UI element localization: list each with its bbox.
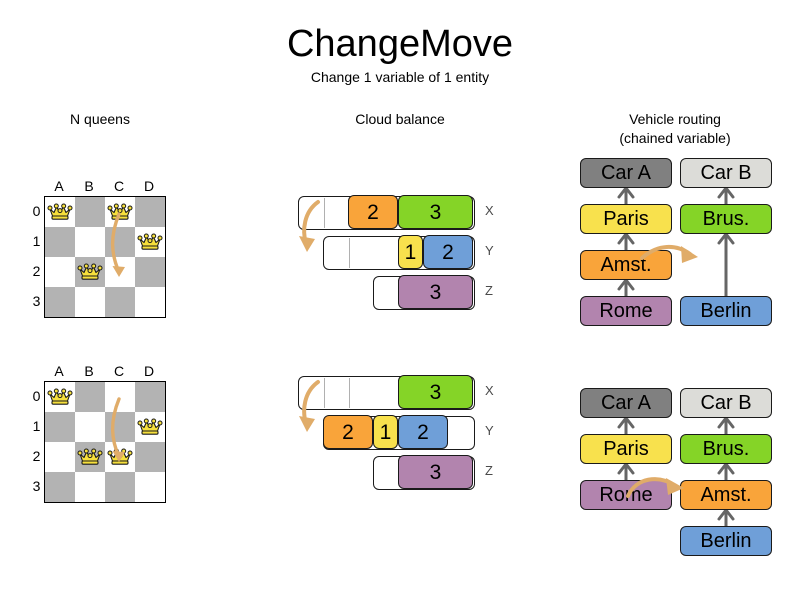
rank-label-3: 3 bbox=[32, 293, 41, 309]
computer-label-x: X bbox=[485, 383, 494, 398]
file-label-d: D bbox=[143, 178, 155, 194]
file-label-a: A bbox=[54, 363, 64, 379]
rank-label-3: 3 bbox=[32, 478, 41, 494]
column-header-vehicle-routing: Vehicle routing (chained variable) bbox=[565, 110, 785, 148]
process-y-1[interactable]: 1 bbox=[398, 235, 423, 269]
customer-amst[interactable]: Amst. bbox=[680, 480, 772, 510]
file-labels: A B C D bbox=[44, 178, 164, 196]
customer-berlin[interactable]: Berlin bbox=[680, 526, 772, 556]
rank-label-1: 1 bbox=[32, 418, 41, 434]
rank-label-2: 2 bbox=[32, 448, 41, 464]
customer-brus[interactable]: Brus. bbox=[680, 434, 772, 464]
vehicle-car-b[interactable]: Car B bbox=[680, 158, 772, 188]
board-square-D2[interactable] bbox=[135, 442, 165, 472]
process-y-3[interactable]: 2 bbox=[398, 415, 448, 449]
vehicle-routing-line2: (chained variable) bbox=[619, 130, 731, 146]
queen-B2[interactable] bbox=[75, 442, 105, 472]
process-x-1[interactable]: 3 bbox=[398, 375, 473, 409]
board-square-B3[interactable] bbox=[75, 287, 105, 317]
board-square-D0[interactable] bbox=[135, 197, 165, 227]
column-header-cloud-balance: Cloud balance bbox=[355, 111, 445, 127]
computer-label-y: Y bbox=[485, 423, 494, 438]
vehicle-car-b[interactable]: Car B bbox=[680, 388, 772, 418]
customer-brus[interactable]: Brus. bbox=[680, 204, 772, 234]
process-y-1[interactable]: 2 bbox=[323, 415, 373, 449]
board-square-C1[interactable] bbox=[105, 227, 135, 257]
capacity-divider bbox=[349, 238, 350, 268]
board-square-B0[interactable] bbox=[75, 382, 105, 412]
board-square-A2[interactable] bbox=[45, 442, 75, 472]
queen-A0[interactable] bbox=[45, 197, 75, 227]
rank-label-0: 0 bbox=[32, 388, 41, 404]
rank-labels: 0 1 2 3 bbox=[30, 381, 43, 501]
process-z-1[interactable]: 3 bbox=[398, 455, 473, 489]
board-square-A3[interactable] bbox=[45, 287, 75, 317]
rank-label-0: 0 bbox=[32, 203, 41, 219]
board-square-C2[interactable] bbox=[105, 257, 135, 287]
board-square-D0[interactable] bbox=[135, 382, 165, 412]
chessboard-grid bbox=[44, 196, 166, 318]
board-square-D2[interactable] bbox=[135, 257, 165, 287]
queen-C2[interactable] bbox=[105, 442, 135, 472]
board-square-D3[interactable] bbox=[135, 472, 165, 502]
board-square-D3[interactable] bbox=[135, 287, 165, 317]
board-square-A3[interactable] bbox=[45, 472, 75, 502]
queen-A0[interactable] bbox=[45, 382, 75, 412]
board-square-B1[interactable] bbox=[75, 227, 105, 257]
computer-label-z: Z bbox=[485, 463, 493, 478]
computer-label-x: X bbox=[485, 203, 494, 218]
file-label-c: C bbox=[113, 363, 125, 379]
file-label-b: B bbox=[84, 363, 94, 379]
board-square-A2[interactable] bbox=[45, 257, 75, 287]
board-square-A1[interactable] bbox=[45, 227, 75, 257]
chessboard-grid bbox=[44, 381, 166, 503]
customer-rome[interactable]: Rome bbox=[580, 296, 672, 326]
process-x-1[interactable]: 2 bbox=[348, 195, 398, 229]
queen-C0[interactable] bbox=[105, 197, 135, 227]
vehicle-car-a[interactable]: Car A bbox=[580, 388, 672, 418]
board-square-B3[interactable] bbox=[75, 472, 105, 502]
computer-label-y: Y bbox=[485, 243, 494, 258]
queen-B2[interactable] bbox=[75, 257, 105, 287]
capacity-divider bbox=[349, 378, 350, 408]
process-z-1[interactable]: 3 bbox=[398, 275, 473, 309]
page-title: ChangeMove bbox=[286, 23, 514, 65]
customer-paris[interactable]: Paris bbox=[580, 434, 672, 464]
board-square-B0[interactable] bbox=[75, 197, 105, 227]
file-label-c: C bbox=[113, 178, 125, 194]
board-square-C1[interactable] bbox=[105, 412, 135, 442]
file-label-b: B bbox=[84, 178, 94, 194]
board-square-C0[interactable] bbox=[105, 382, 135, 412]
board-square-C3[interactable] bbox=[105, 287, 135, 317]
file-labels: A B C D bbox=[44, 363, 164, 381]
capacity-divider bbox=[324, 378, 325, 408]
rank-label-2: 2 bbox=[32, 263, 41, 279]
customer-amst[interactable]: Amst. bbox=[580, 250, 672, 280]
vehicle-routing-line1: Vehicle routing bbox=[629, 111, 721, 127]
queen-D1[interactable] bbox=[135, 227, 165, 257]
file-label-a: A bbox=[54, 178, 64, 194]
queen-D1[interactable] bbox=[135, 412, 165, 442]
board-square-A1[interactable] bbox=[45, 412, 75, 442]
customer-berlin[interactable]: Berlin bbox=[680, 296, 772, 326]
customer-paris[interactable]: Paris bbox=[580, 204, 672, 234]
board-square-C3[interactable] bbox=[105, 472, 135, 502]
vehicle-car-a[interactable]: Car A bbox=[580, 158, 672, 188]
column-header-nqueens: N queens bbox=[70, 111, 130, 127]
customer-rome[interactable]: Rome bbox=[580, 480, 672, 510]
board-square-B1[interactable] bbox=[75, 412, 105, 442]
process-y-2[interactable]: 2 bbox=[423, 235, 473, 269]
file-label-d: D bbox=[143, 363, 155, 379]
process-y-2[interactable]: 1 bbox=[373, 415, 398, 449]
computer-label-z: Z bbox=[485, 283, 493, 298]
capacity-divider bbox=[324, 198, 325, 228]
rank-label-1: 1 bbox=[32, 233, 41, 249]
page-subtitle: Change 1 variable of 1 entity bbox=[310, 69, 490, 85]
rank-labels: 0 1 2 3 bbox=[30, 196, 43, 316]
process-x-2[interactable]: 3 bbox=[398, 195, 473, 229]
